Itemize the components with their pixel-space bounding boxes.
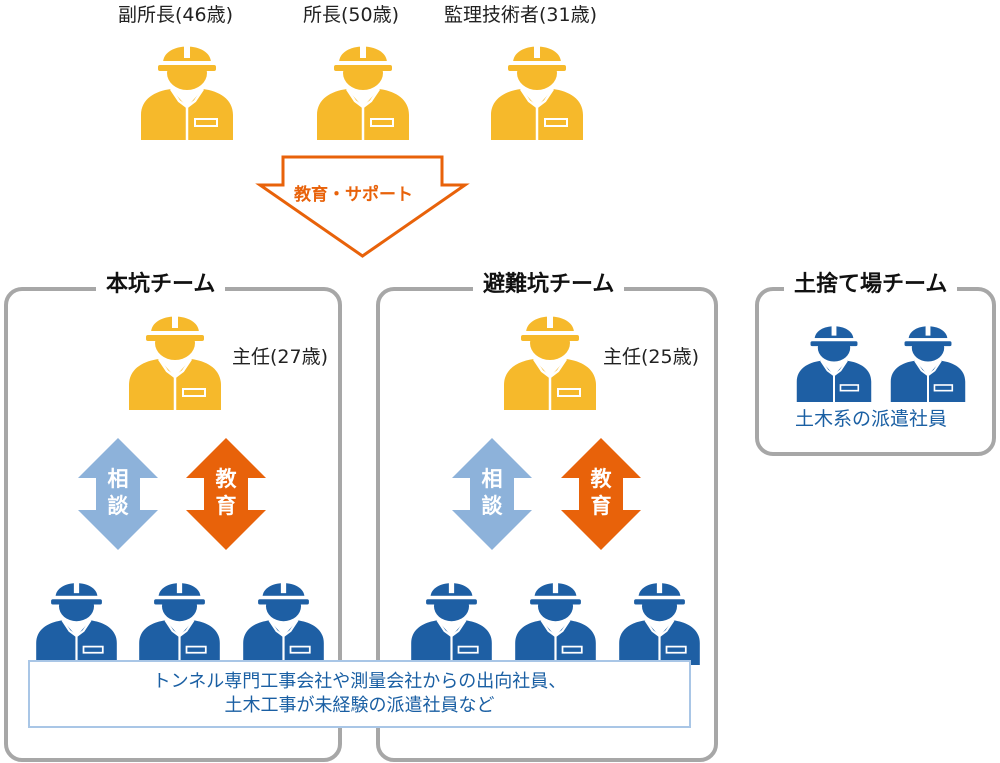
note-line-1: トンネル専門工事会社や測量会社からの出向社員、 — [152, 671, 567, 692]
supervising-engineer-label: 監理技術者(31歳) — [444, 4, 598, 26]
evacuation-educate-double-arrow-icon — [561, 438, 641, 550]
evacuation-consult-label: 相 談 — [481, 467, 503, 518]
main-consult-double-arrow-icon — [78, 438, 158, 550]
deputy-manager-label: 副所長(46歳) — [118, 4, 234, 26]
disposal-site-team-title: 土捨て場チーム — [784, 274, 958, 296]
main-team-worker-icon — [29, 573, 124, 665]
deputy-manager-worker-icon — [137, 35, 237, 140]
education-support-arrow-icon — [255, 155, 470, 258]
main-educate-label: 教 育 — [215, 467, 237, 518]
evacuation-tunnel-leader-worker-icon — [500, 305, 600, 410]
main-educate-double-arrow-icon — [186, 438, 266, 550]
main-tunnel-team-title: 本坑チーム — [96, 274, 226, 296]
evacuation-tunnel-leader-label: 主任(25歳) — [603, 346, 700, 368]
manager-label: 所長(50歳) — [303, 4, 400, 26]
main-team-worker-icon — [132, 573, 227, 665]
disposal-team-worker-icon — [884, 317, 972, 402]
evacuation-consult-double-arrow-icon — [452, 438, 532, 550]
disposal-team-worker-icon — [790, 317, 878, 402]
note-line-2: 土木工事が未経験の派遣社員など — [224, 695, 495, 716]
evacuation-team-worker-icon — [612, 573, 707, 665]
main-tunnel-leader-label: 主任(27歳) — [232, 346, 329, 368]
main-consult-label: 相 談 — [107, 467, 129, 518]
disposal-team-members-label: 土木系の派遣社員 — [795, 408, 948, 430]
supervising-engineer-worker-icon — [487, 35, 587, 140]
main-tunnel-leader-worker-icon — [125, 305, 225, 410]
evacuation-team-worker-icon — [404, 573, 499, 665]
evacuation-educate-label: 教 育 — [590, 467, 612, 518]
main-team-worker-icon — [236, 573, 331, 665]
manager-worker-icon — [313, 35, 413, 140]
education-support-label: 教育・サポート — [294, 185, 413, 205]
evacuation-team-worker-icon — [508, 573, 603, 665]
worker-composition-note: トンネル専門工事会社や測量会社からの出向社員、 土木工事が未経験の派遣社員など — [28, 660, 691, 728]
evacuation-tunnel-team-title: 避難坑チーム — [473, 274, 625, 296]
